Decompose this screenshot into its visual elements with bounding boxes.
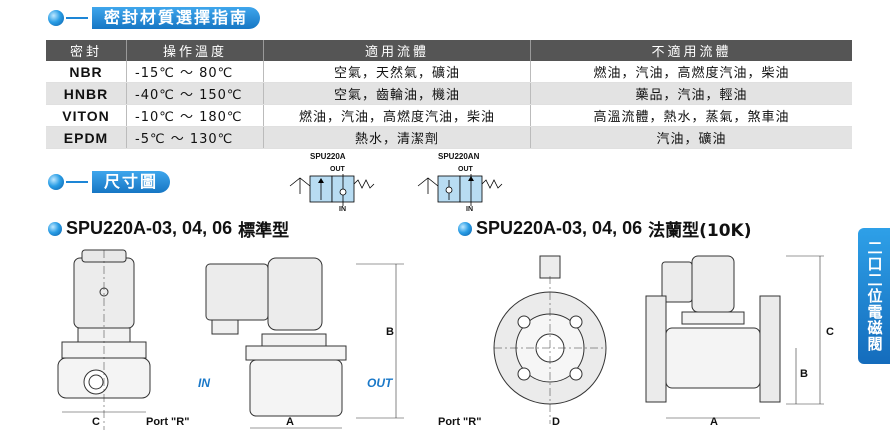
table-row: EPDM -5℃ ～ 130℃ 熱水，清潔劑 汽油，礦油 (46, 126, 852, 149)
section-title: 尺寸圖 (92, 171, 171, 193)
seal-cell: VITON (46, 104, 127, 127)
section-header-dimensions: 尺寸圖 (48, 170, 171, 194)
table-header-row: 密封 操作溫度 適用流體 不適用流體 (46, 40, 852, 61)
flange-front-view-drawing (493, 255, 607, 424)
suitable-cell: 燃油，汽油，高燃度汽油，柴油 (263, 104, 531, 127)
symbol-name-a: SPU220A (310, 152, 346, 161)
header-line (66, 17, 88, 19)
dim-label-d: D (552, 416, 560, 428)
seal-cell: EPDM (46, 126, 127, 149)
dim-label-b-flange: B (800, 368, 808, 380)
temp-cell: -5℃ ～ 130℃ (126, 126, 264, 149)
unsuitable-cell: 燃油，汽油，高燃度汽油，柴油 (530, 61, 852, 83)
col-seal: 密封 (46, 40, 127, 61)
valve-symbol-an-icon (417, 174, 503, 206)
bullet-icon (48, 174, 64, 190)
table-row: HNBR -40℃ ～ 150℃ 空氣，齒輪油，機油 藥品，汽油，輕油 (46, 82, 852, 105)
header-line (66, 181, 88, 183)
standard-side-view-drawing (205, 257, 404, 429)
table-row: NBR -15℃ ～ 80℃ 空氣，天然氣，礦油 燃油，汽油，高燃度汽油，柴油 (46, 61, 852, 83)
suitable-cell: 熱水，清潔劑 (263, 126, 531, 149)
unsuitable-cell: 藥品，汽油，輕油 (530, 82, 852, 105)
valve-symbol-a-icon (289, 174, 375, 206)
symbol-out-a: OUT (330, 166, 345, 173)
temp-cell: -15℃ ～ 80℃ (126, 61, 264, 83)
standard-front-view-drawing (57, 249, 151, 430)
model-code: SPU220A-03, 04, 06 (476, 218, 643, 238)
col-suitable: 適用流體 (263, 40, 531, 61)
bullet-icon (48, 221, 62, 236)
suitable-cell: 空氣，齒輪油，機油 (263, 82, 531, 105)
category-side-tab: 二口二位電磁閥 (858, 228, 890, 364)
seal-material-table: 密封 操作溫度 適用流體 不適用流體 NBR -15℃ ～ 80℃ 空氣，天然氣… (46, 40, 852, 149)
dim-label-a-flange: A (710, 416, 718, 428)
model-code: SPU220A-03, 04, 06 (66, 218, 233, 238)
section-header-seal-guide: 密封材質選擇指南 (48, 6, 261, 30)
seal-cell: NBR (46, 61, 127, 83)
seal-cell: HNBR (46, 82, 127, 105)
symbol-out-an: OUT (458, 166, 473, 173)
model-type: 法蘭型(10K) (648, 221, 752, 241)
symbol-in-an: IN (466, 206, 473, 213)
dim-label-c: C (92, 416, 100, 428)
model-title-flange: SPU220A-03, 04, 06 法蘭型(10K) (458, 216, 751, 241)
temp-cell: -10℃ ～ 180℃ (126, 104, 264, 127)
unsuitable-cell: 高溫流體，熱水，蒸氣，煞車油 (530, 104, 852, 127)
symbol-in-a: IN (339, 206, 346, 213)
section-title: 密封材質選擇指南 (92, 7, 261, 29)
col-temp: 操作溫度 (126, 40, 264, 61)
bullet-icon (48, 10, 64, 26)
dim-label-c-flange: C (826, 326, 834, 338)
col-unsuitable: 不適用流體 (530, 40, 852, 61)
flow-out-label: OUT (367, 376, 393, 390)
suitable-cell: 空氣，天然氣，礦油 (263, 61, 531, 83)
port-r-label: Port "R" (146, 416, 190, 428)
flow-in-label: IN (198, 376, 210, 390)
table-row: VITON -10℃ ～ 180℃ 燃油，汽油，高燃度汽油，柴油 高溫流體，熱水… (46, 104, 852, 127)
bullet-icon (458, 221, 472, 236)
port-r-label-flange: Port "R" (438, 416, 482, 428)
dim-label-a: A (286, 416, 294, 428)
dim-label-b: B (386, 326, 394, 338)
symbol-name-an: SPU220AN (438, 152, 480, 161)
model-type: 標準型 (238, 221, 290, 241)
temp-cell: -40℃ ～ 150℃ (126, 82, 264, 105)
flange-side-view-drawing (645, 255, 824, 419)
unsuitable-cell: 汽油，礦油 (530, 126, 852, 149)
model-title-standard: SPU220A-03, 04, 06 標準型 (48, 216, 289, 241)
